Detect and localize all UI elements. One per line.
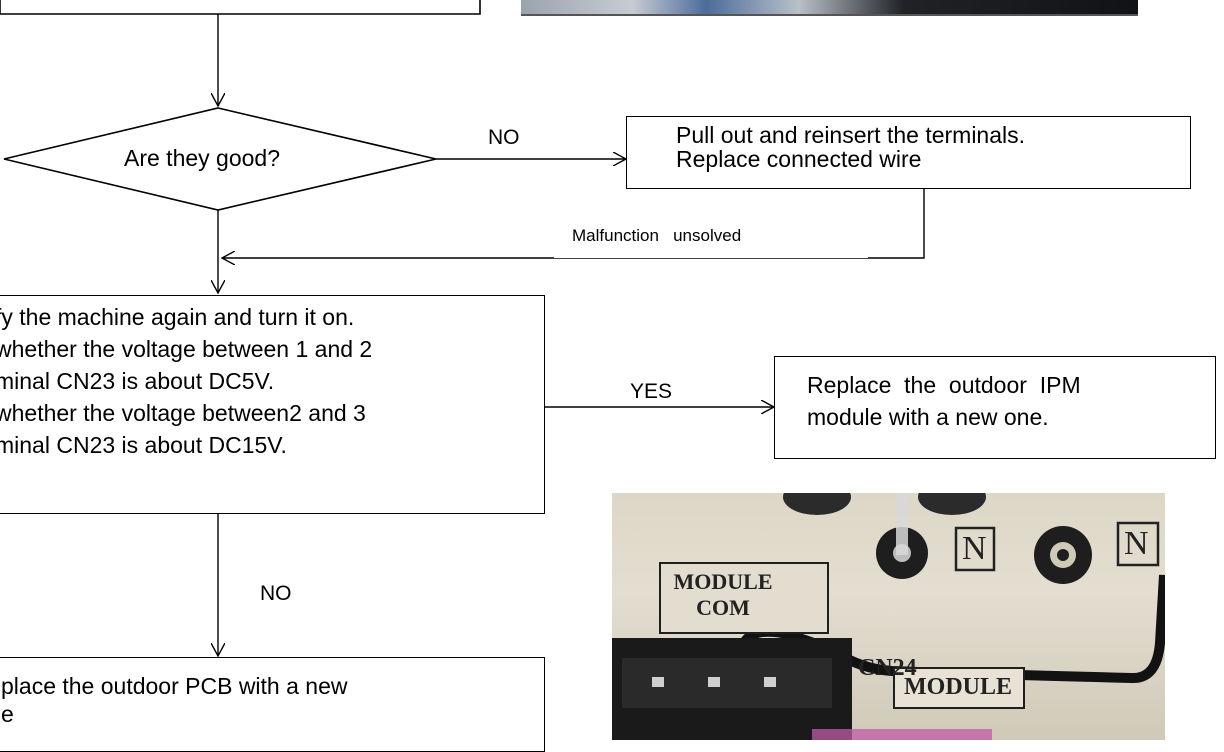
photo-label-module: MODULE [904, 674, 1012, 700]
verify-line-3: minal CN23 is about DC5V. [0, 368, 275, 394]
return-line-unsolved [222, 188, 925, 258]
verify-line-2: whether the voltage between 1 and 2 [0, 336, 373, 362]
decision-text: Are they good? [124, 145, 281, 171]
ipm-line-2: module with a new one. [807, 404, 1049, 430]
replace-pcb-box: place the outdoor PCB with a new e [0, 657, 545, 752]
verify-line-5: minal CN23 is about DC15V. [0, 432, 287, 458]
reinsert-line-1: Pull out and reinsert the terminals. [676, 122, 1026, 148]
pcb-line-2: e [1, 701, 14, 727]
pcb-connector-photo: N N MODULE COM CN24 MODULE [612, 493, 1165, 740]
verify-line-1: fy the machine again and turn it on. [0, 304, 355, 330]
verify-line-4: whether the voltage between2 and 3 [0, 400, 366, 426]
photo-label-n1: N [962, 530, 987, 567]
reinsert-line-2: Replace connected wire [676, 146, 922, 172]
no-label-2: NO [260, 582, 292, 605]
photo-label-n2: N [1124, 525, 1149, 562]
pcb-line-1: place the outdoor PCB with a new [1, 673, 348, 699]
top-photo-partial [521, 0, 1138, 16]
photo-label-cn24: CN24 [858, 655, 917, 681]
reinsert-terminals-box: Pull out and reinsert the terminals. Rep… [626, 116, 1191, 189]
verify-voltage-box: fy the machine again and turn it on. whe… [0, 295, 545, 514]
yes-label: YES [630, 380, 673, 403]
photo-label-module-com: MODULE COM [673, 569, 773, 620]
ipm-line-1: Replace the outdoor IPM [807, 372, 1081, 398]
pcb-photo-drawing [612, 493, 1165, 740]
no-label: NO [485, 126, 523, 150]
replace-ipm-box: Replace the outdoor IPM module with a ne… [774, 356, 1216, 459]
malfunction-unsolved-label: Malfunction unsolved [554, 226, 868, 258]
top-box-partial [0, 0, 481, 15]
